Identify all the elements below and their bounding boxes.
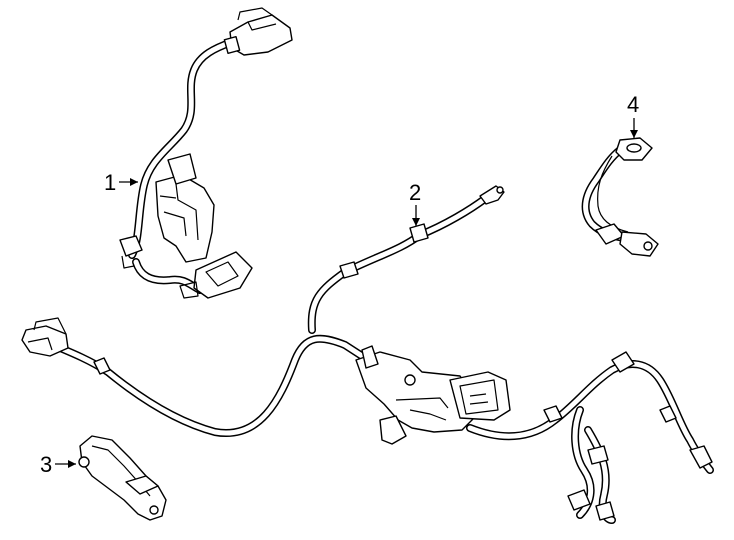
callout-3-label: 3 [40, 452, 52, 477]
callout-3: 3 [40, 452, 76, 477]
part-2-main-harness [21, 185, 714, 524]
callout-2-label: 2 [409, 180, 421, 205]
part-4-cable [581, 137, 659, 257]
callout-2: 2 [409, 180, 421, 226]
callout-1: 1 [104, 170, 138, 195]
part-3-bracket [78, 435, 167, 521]
callout-4: 4 [627, 92, 639, 138]
callout-4-label: 4 [627, 92, 639, 117]
part-1-seat-harness [119, 7, 293, 299]
callout-1-label: 1 [104, 170, 116, 195]
